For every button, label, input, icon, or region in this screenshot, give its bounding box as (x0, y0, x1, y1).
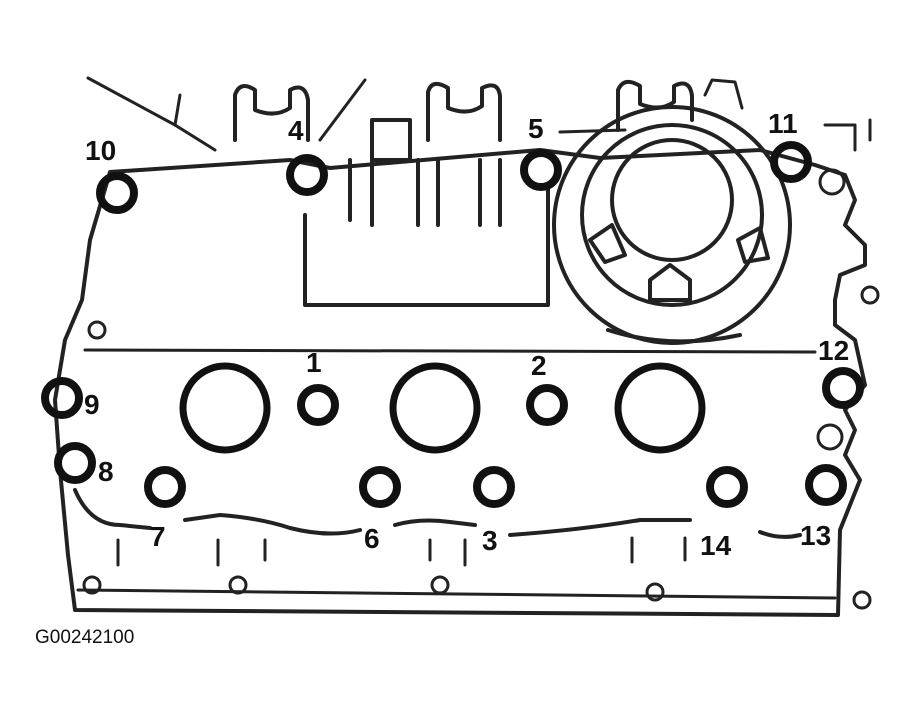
bolt-label-12: 12 (818, 335, 849, 366)
bolt-label-4: 4 (288, 115, 304, 146)
bolt-hole-3 (473, 466, 515, 508)
figure-code: G00242100 (35, 627, 134, 648)
bolt-label-14: 14 (700, 530, 732, 561)
bolt-label-3: 3 (482, 525, 498, 556)
bolt-hole-1 (297, 384, 339, 426)
bolt-hole-13 (805, 464, 847, 506)
bolt-label-6: 6 (364, 523, 380, 554)
bolt-hole-2 (526, 384, 568, 426)
bolt-hole-12 (822, 367, 864, 409)
bolt-label-9: 9 (84, 389, 100, 420)
bolt-hole-10 (96, 172, 138, 214)
bolt-hole-8 (54, 442, 96, 484)
bolt-hole-4 (286, 154, 328, 196)
bolt-hole-11 (770, 141, 812, 183)
bolt-label-1: 1 (306, 347, 322, 378)
bolt-label-2: 2 (531, 350, 547, 381)
pulley-housing (552, 105, 792, 345)
bolt-hole-5 (520, 149, 562, 191)
bolt-hole-6 (359, 466, 401, 508)
gasket-lower-edge (73, 488, 802, 539)
bolt-holes (41, 141, 864, 508)
port-rings (179, 362, 706, 454)
cover-plate (303, 118, 550, 307)
gasket-outline (53, 148, 867, 617)
bolt-label-11: 11 (768, 108, 798, 139)
bolt-label-10: 10 (85, 135, 116, 166)
bolt-label-8: 8 (98, 456, 114, 487)
bolt-hole-7 (144, 466, 186, 508)
small-holes (82, 168, 880, 610)
bolt-label-7: 7 (150, 521, 166, 552)
bolt-hole-14 (706, 466, 748, 508)
bolt-label-13: 13 (800, 520, 831, 551)
bolt-hole-9 (41, 377, 83, 419)
tick-lines (116, 536, 687, 567)
bolt-label-5: 5 (528, 113, 544, 144)
